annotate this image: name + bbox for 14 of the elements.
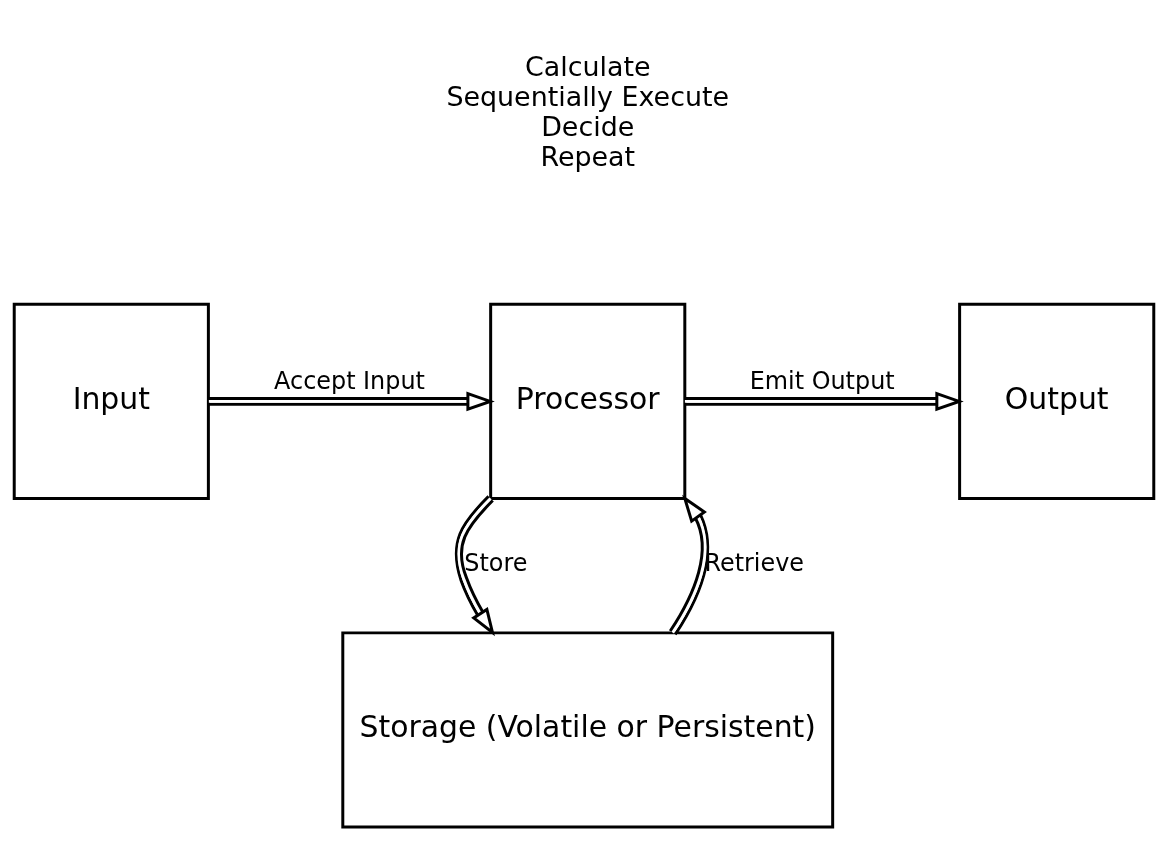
arrow	[208, 390, 495, 411]
arrow	[454, 494, 495, 636]
arrow	[668, 494, 710, 635]
edge-label: Emit Output	[749, 366, 895, 395]
node-label: Calculate	[524, 50, 651, 82]
node-label: Sequentially Execute	[446, 80, 730, 112]
arrow	[684, 390, 964, 411]
node-box: Output	[958, 302, 1156, 500]
node-box: Input	[12, 302, 210, 500]
node-label: Repeat	[540, 140, 636, 172]
node-box: Storage (Volatile or Persistent)	[341, 630, 835, 829]
edge-label: Store	[464, 548, 528, 577]
node-box: Processor	[489, 302, 687, 500]
edge-label: Accept Input	[274, 366, 425, 395]
